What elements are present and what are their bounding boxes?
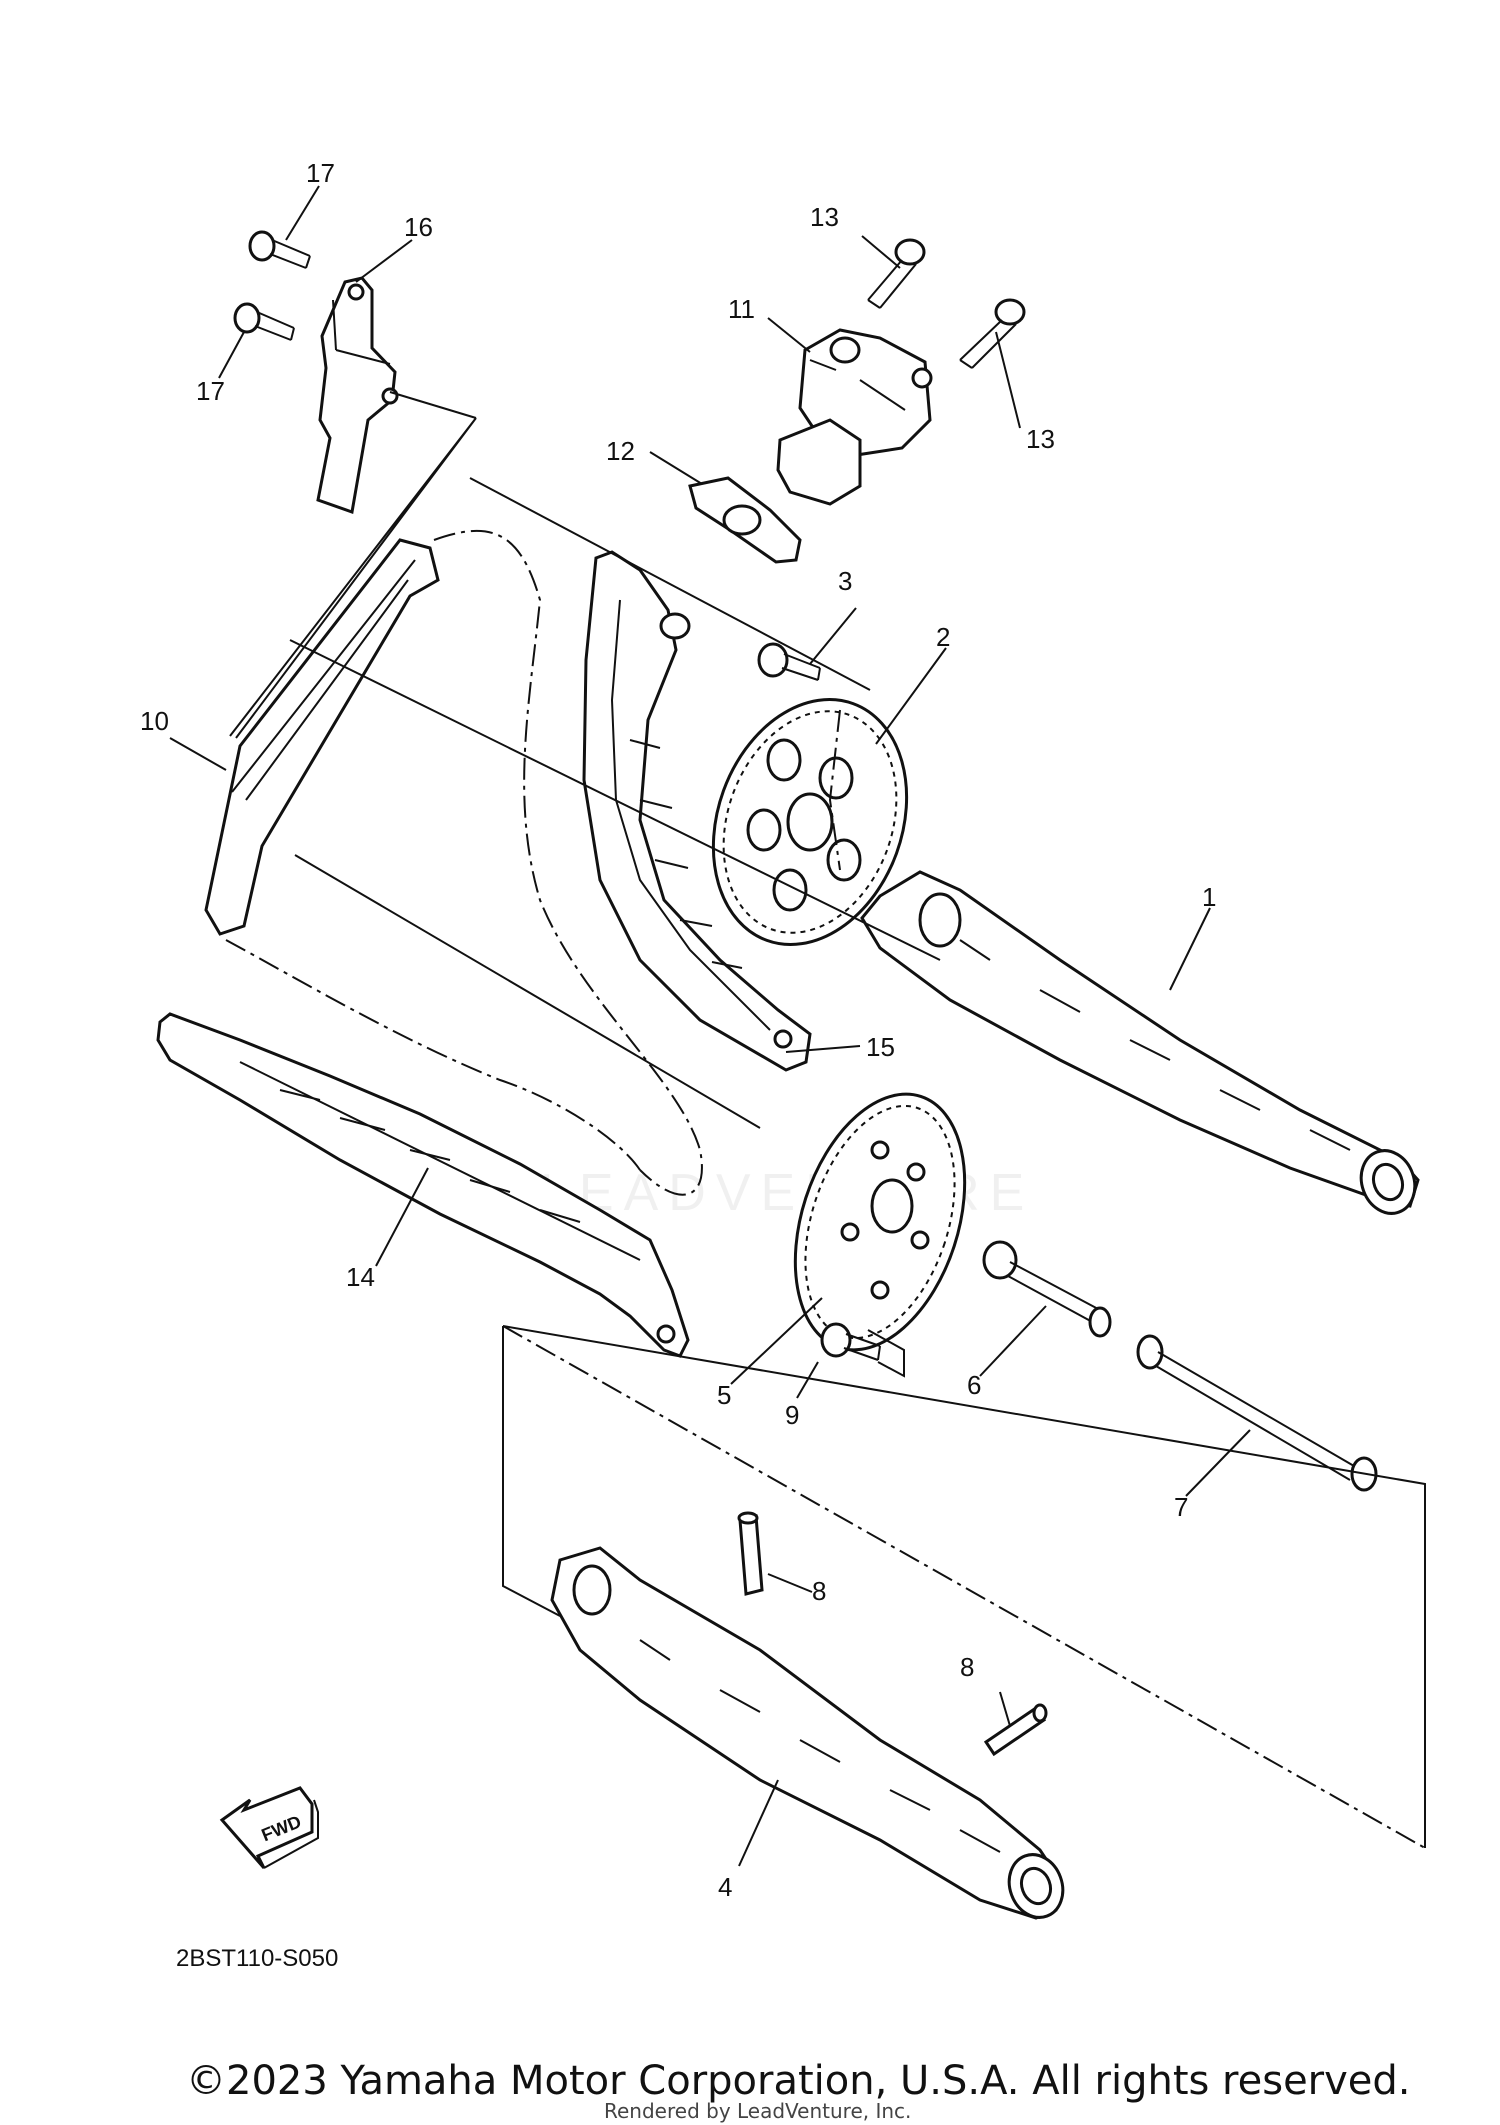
cam-chain-tensioner (776, 328, 933, 506)
intake-camshaft (550, 1546, 1065, 1920)
exhaust-camshaft (860, 870, 1420, 1215)
callout-17-lower: 17 (196, 376, 225, 406)
callout-12: 12 (606, 436, 635, 466)
callout-7: 7 (1174, 1492, 1188, 1522)
bolt-17-lower (233, 302, 295, 341)
callout-4: 4 (718, 1872, 732, 1902)
dowel-pin-8-lower (983, 1703, 1048, 1757)
callout-15: 15 (866, 1032, 895, 1062)
bolt-13-upper (867, 238, 926, 309)
bolt-9 (820, 1322, 881, 1361)
intake-cam-sprocket (793, 1092, 967, 1352)
callout-11: 11 (728, 294, 755, 324)
copyright-notice: ©2023 Yamaha Motor Corporation, U.S.A. A… (186, 2058, 1411, 2104)
callout-3: 3 (838, 566, 852, 596)
callout-13-upper: 13 (810, 202, 839, 232)
bolt-13-lower (959, 298, 1026, 369)
reference-lines (229, 391, 1426, 1849)
diagram-code: 2BST110-S050 (176, 1945, 338, 1972)
callout-16: 16 (404, 212, 433, 242)
callout-1: 1 (1202, 882, 1216, 912)
bolt-17-upper (248, 230, 311, 269)
callout-17-upper: 17 (306, 158, 335, 188)
tensioner-gasket (688, 476, 802, 564)
decompression-shaft-7 (1136, 1334, 1378, 1492)
callouts: 1 2 3 4 5 6 7 8 8 9 10 11 12 13 13 14 15… (140, 158, 1216, 1902)
callout-5: 5 (717, 1380, 731, 1410)
cam-chain (204, 529, 703, 1196)
forward-direction-indicator: FWD (219, 1786, 319, 1869)
decompression-shaft-6 (982, 1240, 1112, 1338)
callout-2: 2 (936, 622, 950, 652)
callout-13-lower: 13 (1026, 424, 1055, 454)
render-credit: Rendered by LeadVenture, Inc. (604, 2099, 911, 2123)
callout-14: 14 (346, 1262, 375, 1292)
callout-8-lower: 8 (960, 1652, 974, 1682)
dowel-pin-8-upper (737, 1511, 764, 1596)
callout-6: 6 (967, 1370, 981, 1400)
chain-tensioner-guide (582, 550, 812, 1072)
callout-9: 9 (785, 1400, 799, 1430)
bolt-3 (757, 642, 821, 681)
exhaust-cam-sprocket (711, 697, 909, 947)
leader-lines (169, 185, 1251, 1867)
callout-8-upper: 8 (812, 1576, 826, 1606)
fwd-arrow-icon (219, 1786, 314, 1869)
chain-guide-bracket (316, 276, 399, 515)
callout-10: 10 (140, 706, 169, 736)
